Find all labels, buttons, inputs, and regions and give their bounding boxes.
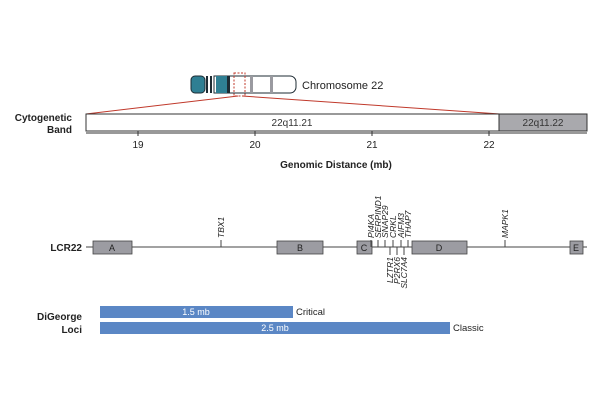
classic-locus-name: Classic bbox=[453, 323, 484, 334]
tick-label-20: 20 bbox=[249, 140, 261, 151]
critical-locus-bar bbox=[100, 306, 293, 318]
cytogenetic-label-line2: Band bbox=[47, 125, 72, 136]
gene-lztr1: LZTR1 bbox=[385, 257, 395, 283]
gene-serpind1: SERPIND1 bbox=[373, 195, 383, 238]
tick-label-22: 22 bbox=[483, 140, 495, 151]
gene-p2rx6: P2RX6 bbox=[392, 257, 402, 284]
critical-locus-name: Critical bbox=[296, 307, 325, 318]
cytogenetic-label-line1: Cytogenetic bbox=[15, 113, 73, 124]
gene-pi4ka: PI4KA bbox=[366, 214, 376, 238]
lcr-block-e bbox=[569, 240, 584, 255]
chromosome-ideogram: Chromosome 22 bbox=[190, 72, 383, 97]
chromosome-p-arm bbox=[190, 75, 206, 94]
gene-tbx1: TBX1 bbox=[216, 216, 226, 238]
chromosome-band-gray bbox=[250, 76, 253, 93]
chromosome-band-teal bbox=[216, 76, 227, 93]
lcr-block-b-label: B bbox=[297, 243, 303, 253]
tick-label-19: 19 bbox=[132, 140, 144, 151]
gene-crkl: CRKL bbox=[388, 215, 398, 238]
lcr-block-e-label: E bbox=[573, 243, 579, 253]
zoom-line-right bbox=[241, 95, 501, 115]
chromosome-zoom-region bbox=[233, 72, 246, 97]
lcr-block-a-label: A bbox=[109, 243, 115, 253]
lcr-block-a bbox=[92, 240, 133, 255]
distance-ticks: 19 20 21 22 bbox=[132, 131, 495, 151]
band-22q11-22 bbox=[498, 113, 588, 132]
classic-locus-value: 2.5 mb bbox=[261, 323, 289, 333]
lcr-block-c bbox=[356, 240, 373, 255]
gene-snap29: SNAP29 bbox=[380, 205, 390, 238]
gene-mapk1: MAPK1 bbox=[500, 209, 510, 238]
lcr22-row: LCR22 A B C D E TBX1 PI4KA SERPIND1 SNAP… bbox=[50, 195, 587, 289]
axis-title: Genomic Distance (mb) bbox=[280, 160, 392, 171]
gene-slc7a4: SLC7A4 bbox=[399, 257, 409, 289]
chromosome-band-gray bbox=[270, 76, 273, 93]
cytogenetic-row: Cytogenetic Band 22q11.21 22q11.22 19 20… bbox=[15, 113, 588, 171]
band-label-22q11-21: 22q11.21 bbox=[272, 118, 313, 129]
zoom-line-left bbox=[85, 95, 239, 115]
chromosome-centromere-band bbox=[206, 76, 208, 93]
lcr-block-b bbox=[276, 240, 324, 255]
chromosome-label: Chromosome 22 bbox=[302, 80, 383, 92]
critical-locus-value: 1.5 mb bbox=[182, 307, 210, 317]
loci-label-line2: Loci bbox=[61, 325, 82, 336]
lcr22-label: LCR22 bbox=[50, 243, 82, 254]
band-label-22q11-22: 22q11.22 bbox=[523, 118, 564, 129]
digeorge-loci: DiGeorge Loci 1.5 mb Critical 2.5 mb Cla… bbox=[37, 306, 484, 336]
lcr-block-d bbox=[411, 240, 468, 255]
gene-aifm3: AIFM3 bbox=[396, 213, 406, 239]
gene-thap7: THAP7 bbox=[403, 210, 413, 238]
chromosome-band-dark bbox=[227, 76, 230, 93]
classic-locus-bar bbox=[100, 322, 450, 334]
tick-label-21: 21 bbox=[366, 140, 378, 151]
lcr-block-c-label: C bbox=[361, 243, 368, 253]
loci-label-line1: DiGeorge bbox=[37, 312, 82, 323]
chromosome-centromere-band bbox=[210, 76, 212, 93]
lcr-block-d-label: D bbox=[436, 243, 443, 253]
